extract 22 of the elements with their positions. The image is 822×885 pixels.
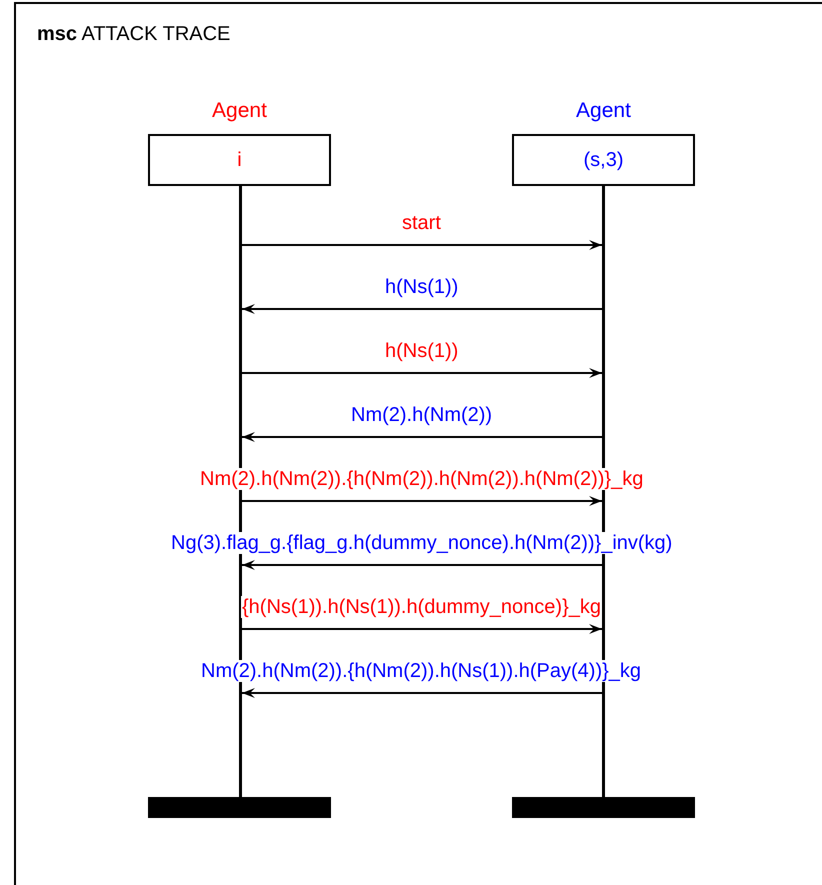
message-arrow: [242, 304, 602, 314]
message-arrow: [242, 496, 602, 506]
message-label: Ng(3).flag_g.{flag_g.h(dummy_nonce).h(Nm(2))}_inv(kg): [170, 532, 674, 554]
message-label: Nm(2).h(Nm(2)).{h(Nm(2)).h(Nm(2)).h(Nm(2))}_kg: [199, 468, 644, 490]
message-label: Nm(2).h(Nm(2)): [350, 404, 494, 426]
message-arrow: [242, 240, 602, 250]
lifeline-end-bar: [148, 797, 331, 818]
diagram-title: msc ATTACK TRACE: [37, 23, 230, 46]
message-label: h(Ns(1)): [384, 340, 460, 362]
lifeline-end-bar: [512, 797, 695, 818]
role-label: Agent: [212, 99, 267, 123]
message-arrow: [242, 368, 602, 378]
role-label: Agent: [576, 99, 631, 123]
instance-name: (s,3): [584, 148, 624, 172]
message-arrow: [242, 432, 602, 442]
message-arrow: [242, 624, 602, 634]
message-label: {h(Ns(1)).h(Ns(1)).h(dummy_nonce)}_kg: [241, 596, 602, 618]
instance-name: i: [237, 148, 242, 172]
message-arrow: [242, 688, 602, 698]
message-arrow: [242, 560, 602, 570]
message-label: Nm(2).h(Nm(2)).{h(Nm(2)).h(Ns(1)).h(Pay(4))}_kg: [200, 660, 642, 682]
message-label: h(Ns(1)): [384, 276, 460, 298]
